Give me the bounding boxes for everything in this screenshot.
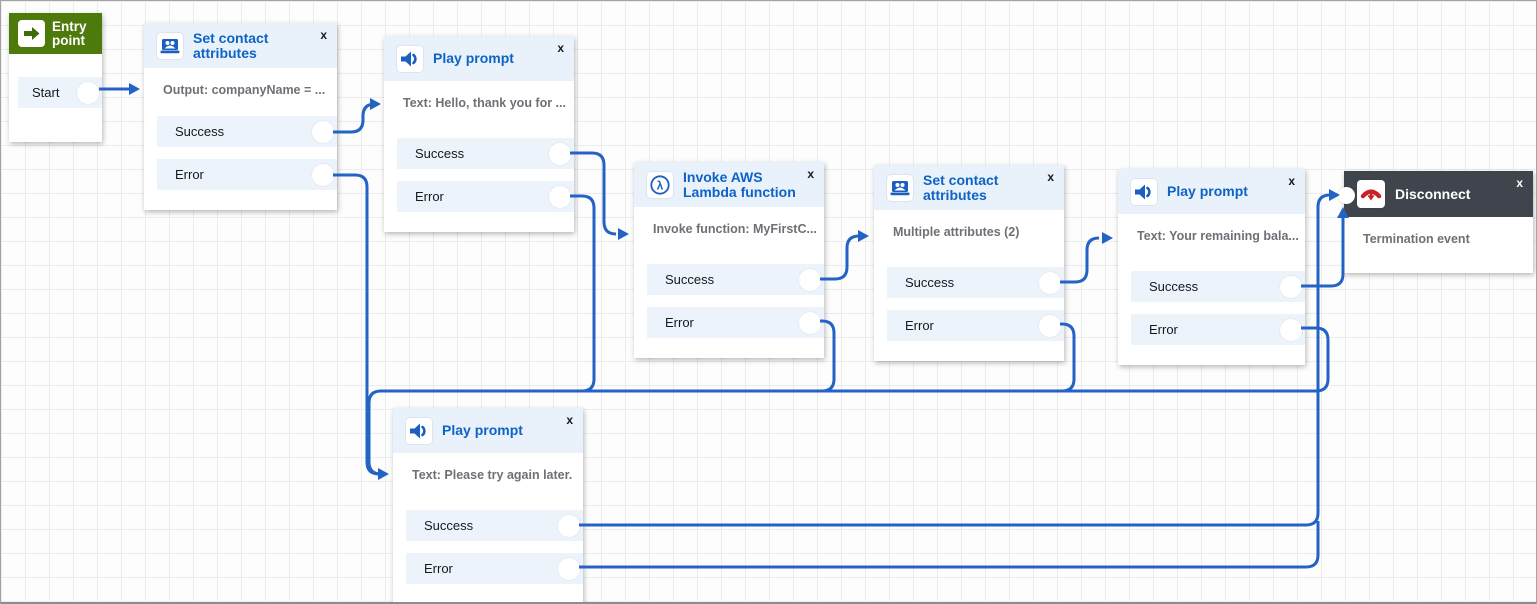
node-header[interactable]: Play prompt x	[393, 408, 583, 453]
node-set-contact-attributes-1[interactable]: Set contact attributes x Output: company…	[144, 23, 337, 210]
port-success[interactable]: Success	[887, 267, 1064, 298]
port-error-connector[interactable]	[799, 311, 821, 334]
port-error-connector[interactable]	[312, 163, 334, 186]
close-icon[interactable]: x	[1516, 176, 1523, 190]
port-success[interactable]: Success	[397, 138, 574, 169]
node-description: Output: companyName = ...	[163, 83, 326, 97]
port-error-label: Error	[424, 561, 453, 576]
edge-lambda-success-to-sca2[interactable]	[820, 230, 869, 281]
port-error-label: Error	[175, 167, 204, 182]
close-icon[interactable]: x	[807, 167, 814, 181]
port-error[interactable]: Error	[406, 553, 583, 584]
port-error-label: Error	[665, 315, 694, 330]
node-header[interactable]: Set contact attributes x	[874, 165, 1064, 210]
port-success-label: Success	[1149, 279, 1199, 294]
entry-arrow-icon	[18, 20, 45, 47]
port-error-label: Error	[415, 189, 444, 204]
node-invoke-lambda[interactable]: λ Invoke AWS Lambda function x Invoke fu…	[634, 162, 824, 358]
close-icon[interactable]: x	[566, 413, 573, 427]
port-error-connector[interactable]	[1280, 318, 1302, 341]
node-title: Disconnect	[1395, 185, 1471, 202]
svg-text:λ: λ	[657, 178, 664, 192]
disconnect-phone-icon	[1357, 180, 1385, 208]
node-title: Invoke AWS Lambda function	[683, 168, 796, 200]
node-header[interactable]: Disconnect x	[1338, 171, 1533, 217]
play-prompt-icon	[406, 417, 432, 444]
lambda-icon: λ	[647, 171, 673, 198]
port-success[interactable]: Success	[157, 116, 337, 147]
edge-pp2-success-to-disconnect[interactable]	[1301, 207, 1349, 288]
node-title: Set contact attributes	[923, 171, 999, 203]
close-icon[interactable]: x	[557, 41, 564, 55]
node-title: Play prompt	[1167, 183, 1248, 199]
node-description: Multiple attributes (2)	[893, 225, 1020, 239]
disconnect-input-connector[interactable]	[1338, 187, 1355, 204]
port-start-connector[interactable]	[77, 81, 99, 104]
port-error[interactable]: Error	[397, 181, 574, 212]
port-success-label: Success	[424, 518, 474, 533]
node-description: Termination event	[1363, 232, 1470, 246]
port-success-connector[interactable]	[549, 142, 571, 165]
port-success[interactable]: Success	[406, 510, 583, 541]
port-success-connector[interactable]	[1039, 271, 1061, 294]
edge-sca1-error-to-play-prompt-3[interactable]	[333, 173, 380, 476]
port-success[interactable]: Success	[647, 264, 824, 295]
edge-sca2-success-to-play-prompt-2[interactable]	[1060, 232, 1113, 284]
node-description: Text: Hello, thank you for ...	[403, 96, 566, 110]
port-error-connector[interactable]	[1039, 314, 1061, 337]
node-header[interactable]: Play prompt x	[1118, 169, 1305, 214]
node-disconnect[interactable]: Disconnect x Termination event	[1338, 171, 1533, 273]
port-success-connector[interactable]	[312, 120, 334, 143]
port-success-connector[interactable]	[799, 268, 821, 291]
play-prompt-icon	[1131, 178, 1157, 205]
node-header[interactable]: Play prompt x	[384, 36, 574, 81]
port-success[interactable]: Success	[1131, 271, 1305, 302]
node-play-prompt-1[interactable]: Play prompt x Text: Hello, thank you for…	[384, 36, 574, 232]
close-icon[interactable]: x	[320, 28, 327, 42]
contact-attributes-icon	[887, 174, 913, 201]
node-description: Invoke function: MyFirstC...	[653, 222, 817, 236]
edge-pp1-success-to-lambda[interactable]	[570, 151, 629, 240]
port-start[interactable]: Start	[18, 77, 102, 108]
entry-point-title: Entry point	[52, 18, 87, 48]
port-success-connector[interactable]	[558, 514, 580, 537]
node-title: Play prompt	[442, 422, 523, 438]
contact-attributes-icon	[157, 32, 183, 59]
port-error[interactable]: Error	[647, 307, 824, 338]
port-error[interactable]: Error	[1131, 314, 1305, 345]
port-error-connector[interactable]	[558, 557, 580, 580]
port-start-label: Start	[32, 85, 60, 100]
edge-sca1-success-to-play-prompt-1[interactable]	[333, 98, 381, 134]
node-header[interactable]: λ Invoke AWS Lambda function x	[634, 162, 824, 207]
close-icon[interactable]: x	[1047, 170, 1054, 184]
port-success-connector[interactable]	[1280, 275, 1302, 298]
port-error-connector[interactable]	[549, 185, 571, 208]
node-play-prompt-2[interactable]: Play prompt x Text: Your remaining bala.…	[1118, 169, 1305, 365]
edge-start-to-set-contact-attributes-1[interactable]	[99, 83, 140, 95]
node-description: Text: Your remaining bala...	[1137, 229, 1299, 243]
close-icon[interactable]: x	[1288, 174, 1295, 188]
port-error[interactable]: Error	[887, 310, 1064, 341]
node-title: Play prompt	[433, 50, 514, 66]
node-entry-point[interactable]: Entry point Start	[9, 13, 102, 142]
node-play-prompt-3[interactable]: Play prompt x Text: Please try again lat…	[393, 408, 583, 602]
port-error[interactable]: Error	[157, 159, 337, 190]
port-success-label: Success	[415, 146, 465, 161]
play-prompt-icon	[397, 45, 423, 72]
entry-point-header: Entry point	[9, 13, 102, 54]
node-set-contact-attributes-2[interactable]: Set contact attributes x Multiple attrib…	[874, 165, 1064, 361]
port-error-label: Error	[1149, 322, 1178, 337]
port-success-label: Success	[175, 124, 225, 139]
node-title: Set contact attributes	[193, 29, 269, 61]
node-header[interactable]: Set contact attributes x	[144, 23, 337, 68]
node-description: Text: Please try again later.	[412, 468, 573, 482]
edge-pp3-error-to-disconnect[interactable]	[579, 521, 1320, 569]
port-success-label: Success	[905, 275, 955, 290]
port-error-label: Error	[905, 318, 934, 333]
port-success-label: Success	[665, 272, 715, 287]
